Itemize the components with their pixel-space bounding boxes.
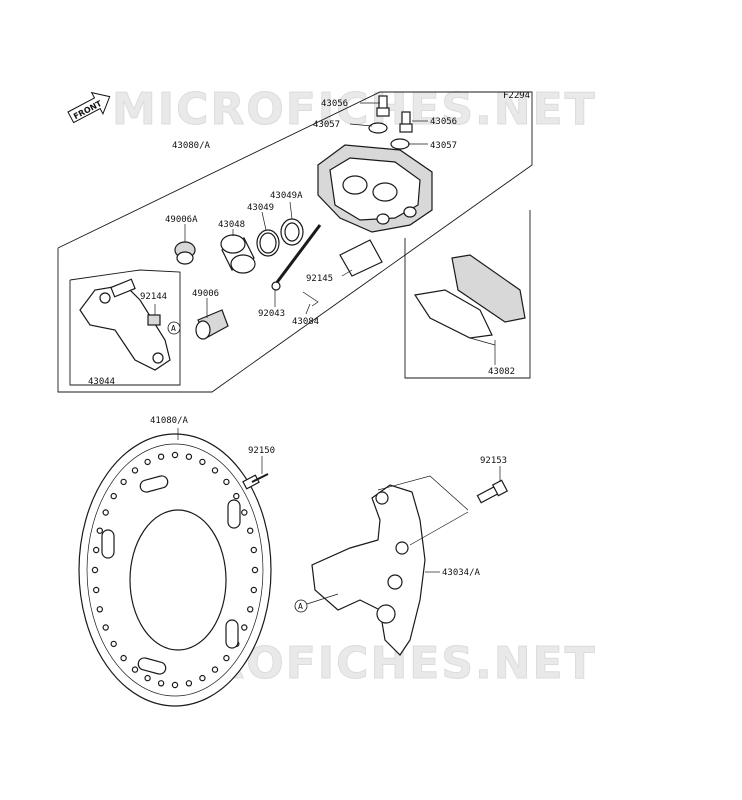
disc-hole: [251, 566, 259, 574]
caliper-body: [317, 144, 433, 233]
bracket-43044: [79, 278, 171, 371]
disc-hole: [102, 624, 109, 631]
label-92144: 92144: [140, 292, 167, 302]
disc-hole: [171, 681, 179, 689]
bleeder-valve-right: [399, 111, 413, 133]
disc-hole: [120, 654, 127, 662]
label-43049a: 43049A: [270, 191, 303, 201]
bleeder-cap-right: [390, 138, 410, 150]
label-43034a: 43034/A: [442, 568, 481, 578]
label-43044: 43044: [88, 377, 115, 387]
disc-hole: [185, 453, 193, 460]
brake-disc: [78, 433, 272, 707]
disc-hole: [110, 492, 117, 500]
disc-hole: [250, 546, 257, 554]
ref-marker-a-lower: A: [294, 593, 339, 613]
disc-hole: [171, 451, 179, 459]
bolt-92150: [242, 473, 269, 490]
disc-hole: [92, 546, 100, 554]
label-43057-left: 43057: [313, 120, 340, 130]
label-49006: 49006: [192, 289, 219, 299]
label-43080a: 43080/A: [172, 141, 211, 151]
disc-hole: [96, 527, 104, 534]
label-43048: 43048: [218, 220, 245, 230]
disc-hole: [144, 458, 151, 466]
disc-hole: [120, 478, 127, 486]
label-92150: 92150: [248, 446, 275, 456]
bleeder-cap-left: [368, 122, 388, 134]
label-92145: 92145: [306, 274, 333, 284]
label-43082: 43082: [488, 367, 515, 377]
disc-hole: [246, 527, 254, 534]
bolt-92153: [476, 479, 509, 504]
disc-hole: [246, 606, 254, 613]
label-43049: 43049: [247, 203, 274, 213]
disc-hole: [131, 666, 139, 673]
boot-49006: [195, 309, 229, 340]
disc-hole: [157, 680, 165, 687]
pad-spring-92145: [339, 239, 383, 277]
disc-hole: [185, 680, 193, 687]
label-43056-right: 43056: [430, 117, 457, 127]
disc-hole: [241, 509, 248, 516]
svg-text:A: A: [298, 602, 303, 611]
ref-marker-a-upper: A: [167, 321, 181, 335]
disc-hole: [199, 458, 206, 466]
label-92043: 92043: [258, 309, 285, 319]
clip-43084: [302, 291, 319, 307]
piston-43048: [220, 234, 256, 274]
disc-hole: [211, 666, 219, 673]
caliper-assembly-frame: [57, 91, 533, 393]
disc-hole: [96, 606, 104, 613]
disc-hole: [233, 492, 240, 500]
disc-hole: [211, 467, 219, 474]
pin-92043: [273, 224, 322, 286]
label-43084: 43084: [292, 317, 319, 327]
brake-pads: [413, 254, 526, 339]
disc-hole: [102, 509, 109, 516]
label-43057-right: 43057: [430, 141, 457, 151]
disc-hole: [250, 586, 257, 594]
caliper-bracket-43034a: [311, 484, 426, 656]
disc-hole: [91, 566, 99, 574]
disc-hole: [223, 478, 230, 486]
label-41080a: 41080/A: [150, 416, 189, 426]
pad-frame: [404, 210, 531, 379]
disc-hole: [223, 654, 230, 662]
disc-hole: [157, 453, 165, 460]
label-92153: 92153: [480, 456, 507, 466]
diagram-code: F2294: [503, 91, 530, 101]
label-43056-left: 43056: [321, 99, 348, 109]
disc-hole: [92, 586, 100, 594]
disc-hole: [131, 467, 139, 474]
label-49006a: 49006A: [165, 215, 198, 225]
disc-hole: [241, 624, 248, 631]
boot-49006a: [174, 241, 196, 265]
bleeder-valve-left: [376, 95, 390, 117]
disc-hole: [144, 674, 151, 682]
disc-hole: [199, 674, 206, 682]
shim-92144: [147, 314, 161, 326]
svg-text:A: A: [171, 324, 176, 333]
disc-hole: [110, 640, 117, 648]
front-arrow-icon: FRONT: [67, 91, 111, 124]
leader-lines: [154, 102, 496, 365]
